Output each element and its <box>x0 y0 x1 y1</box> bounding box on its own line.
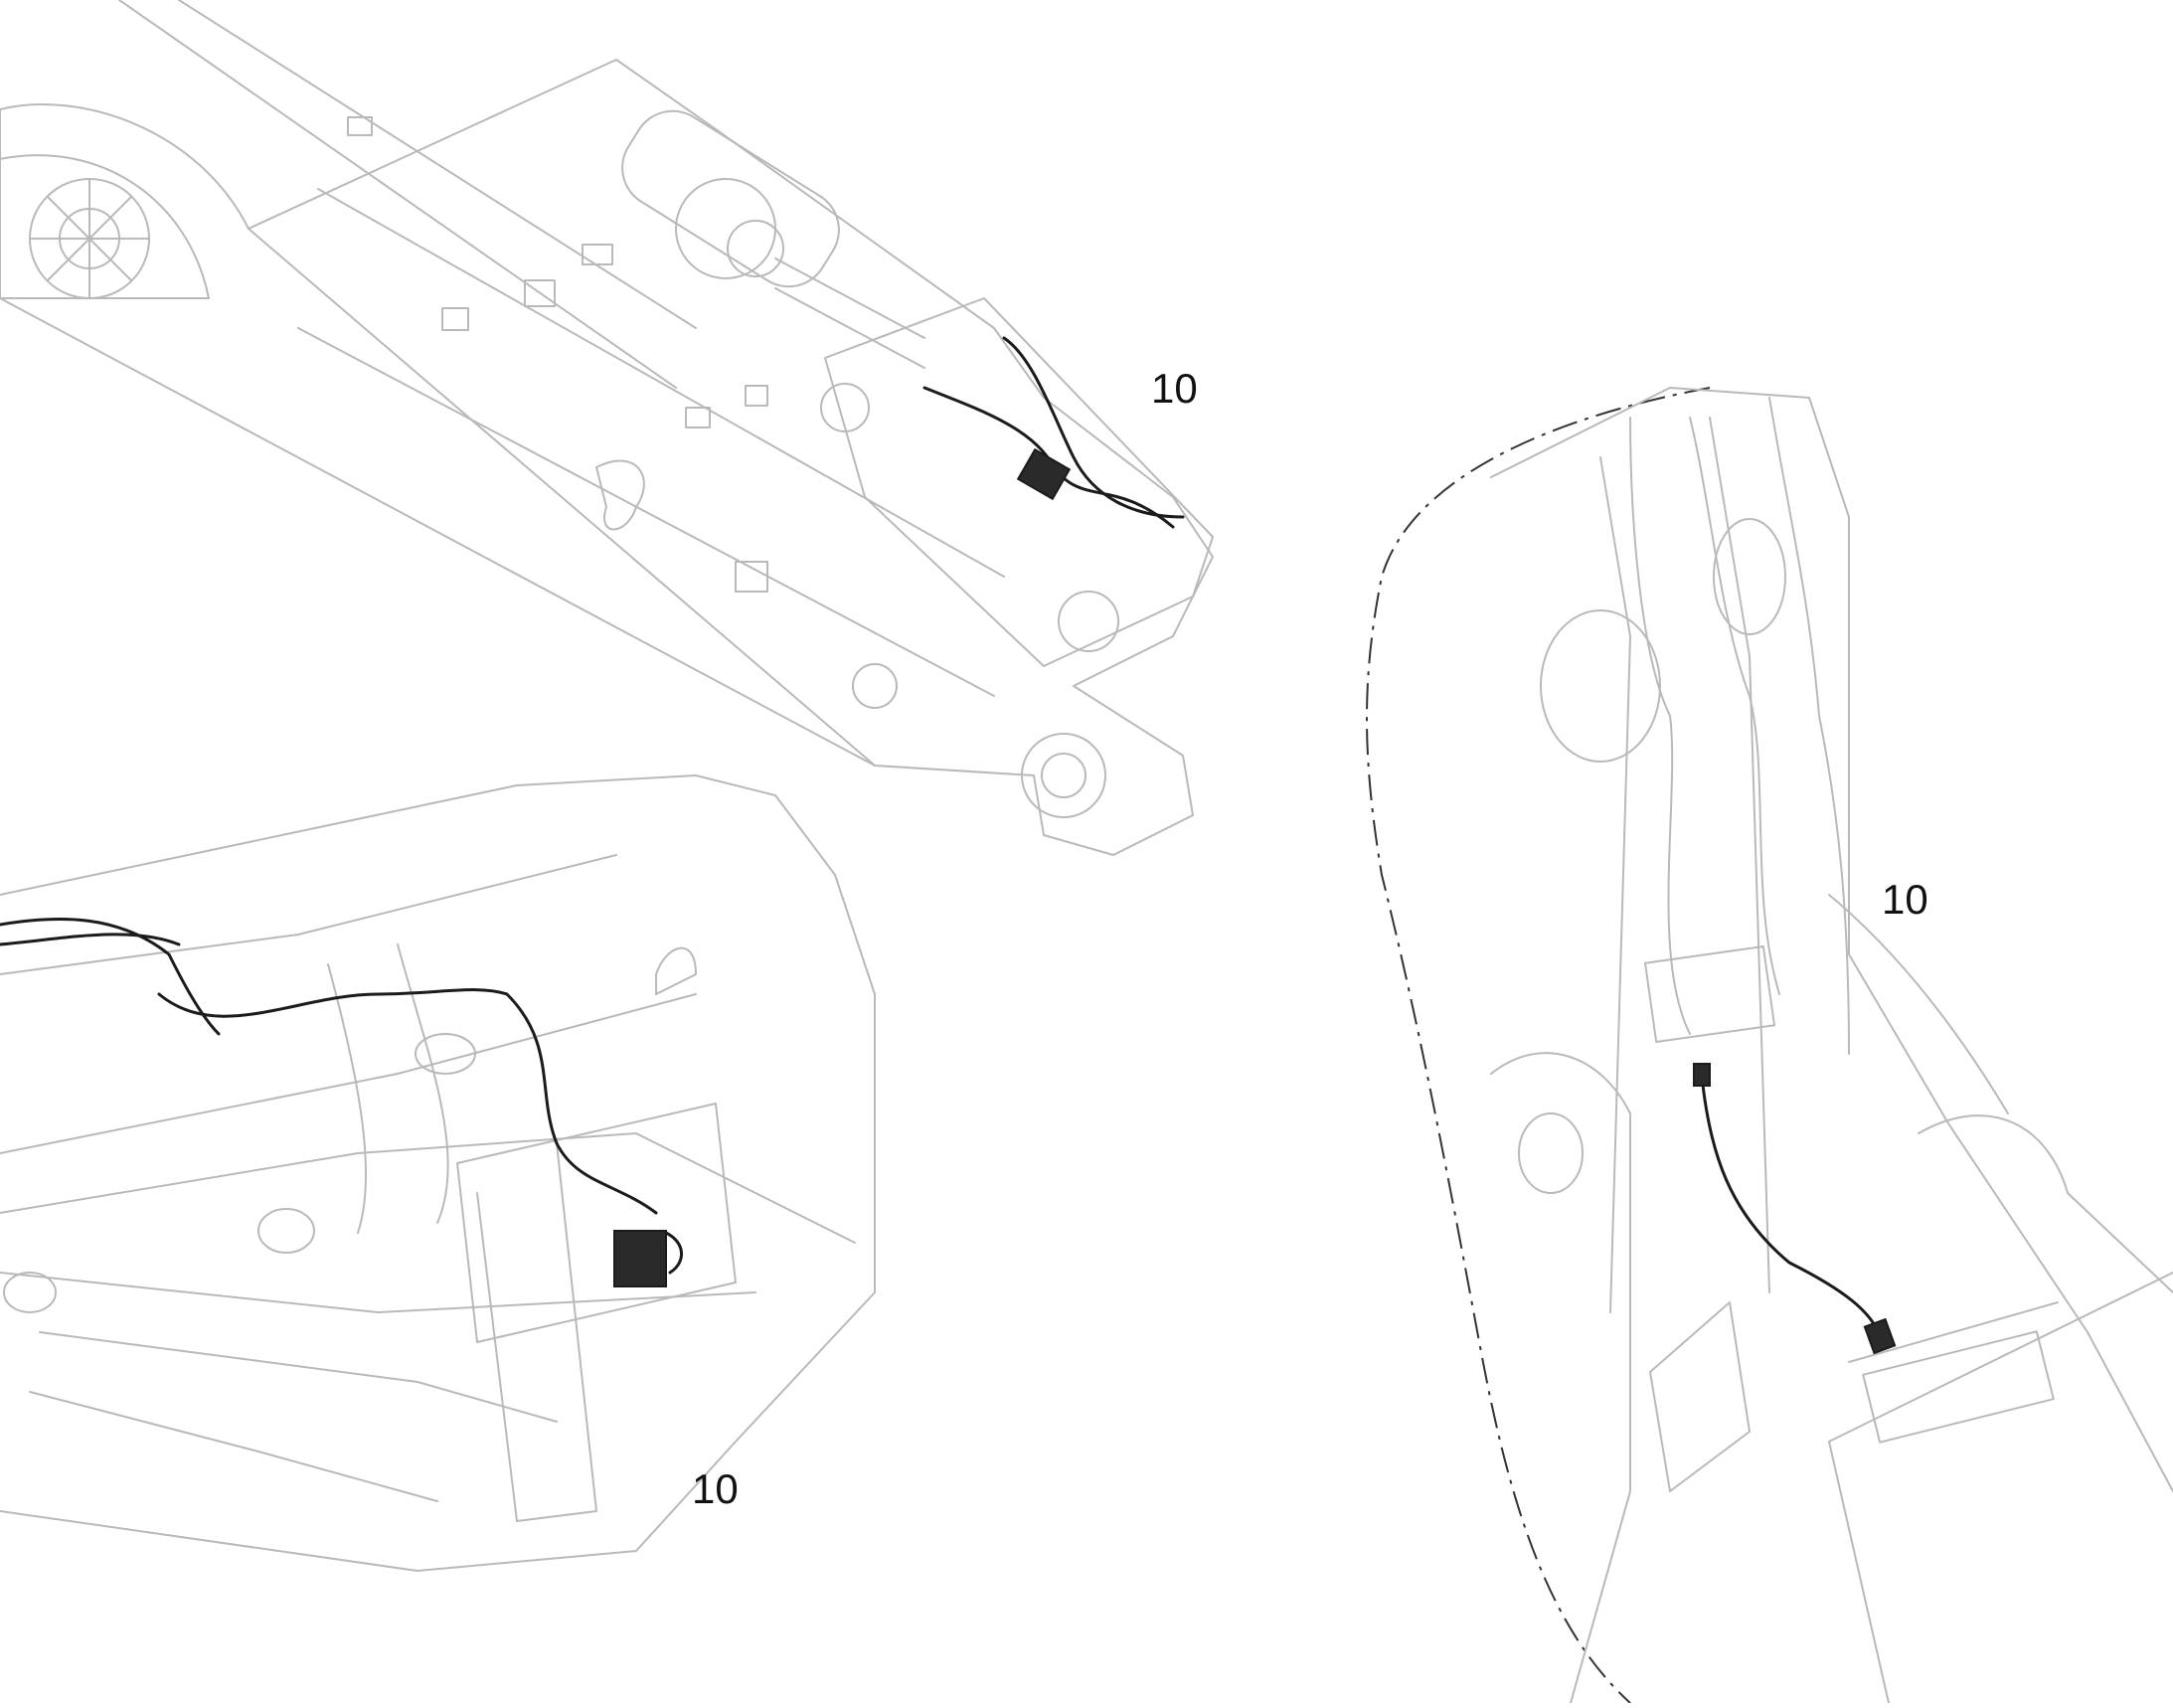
detail-boundary <box>1366 387 1711 1704</box>
frame-hose-branch <box>0 917 221 1036</box>
boom-arm-view <box>0 0 1214 856</box>
detail-arm <box>1490 387 2173 1492</box>
detail-hose <box>1700 1074 1881 1334</box>
frame-outline <box>0 774 876 1572</box>
callout-label-right: 10 <box>1882 876 1928 923</box>
boom-hose-b <box>1002 336 1185 519</box>
detail-fitting <box>1863 1317 1897 1355</box>
end-bracket <box>824 297 1214 667</box>
frame-hose-main <box>157 988 658 1215</box>
callout-label-bottom: 10 <box>692 1465 739 1512</box>
frame-view <box>0 774 876 1572</box>
hydraulic-cylinder <box>621 109 840 288</box>
boom-valve-block <box>1016 447 1072 501</box>
frame-valve-block <box>613 1230 667 1287</box>
detail-view <box>1366 387 2173 1704</box>
boom-body <box>0 59 1214 856</box>
callout-label-top: 10 <box>1151 365 1198 412</box>
